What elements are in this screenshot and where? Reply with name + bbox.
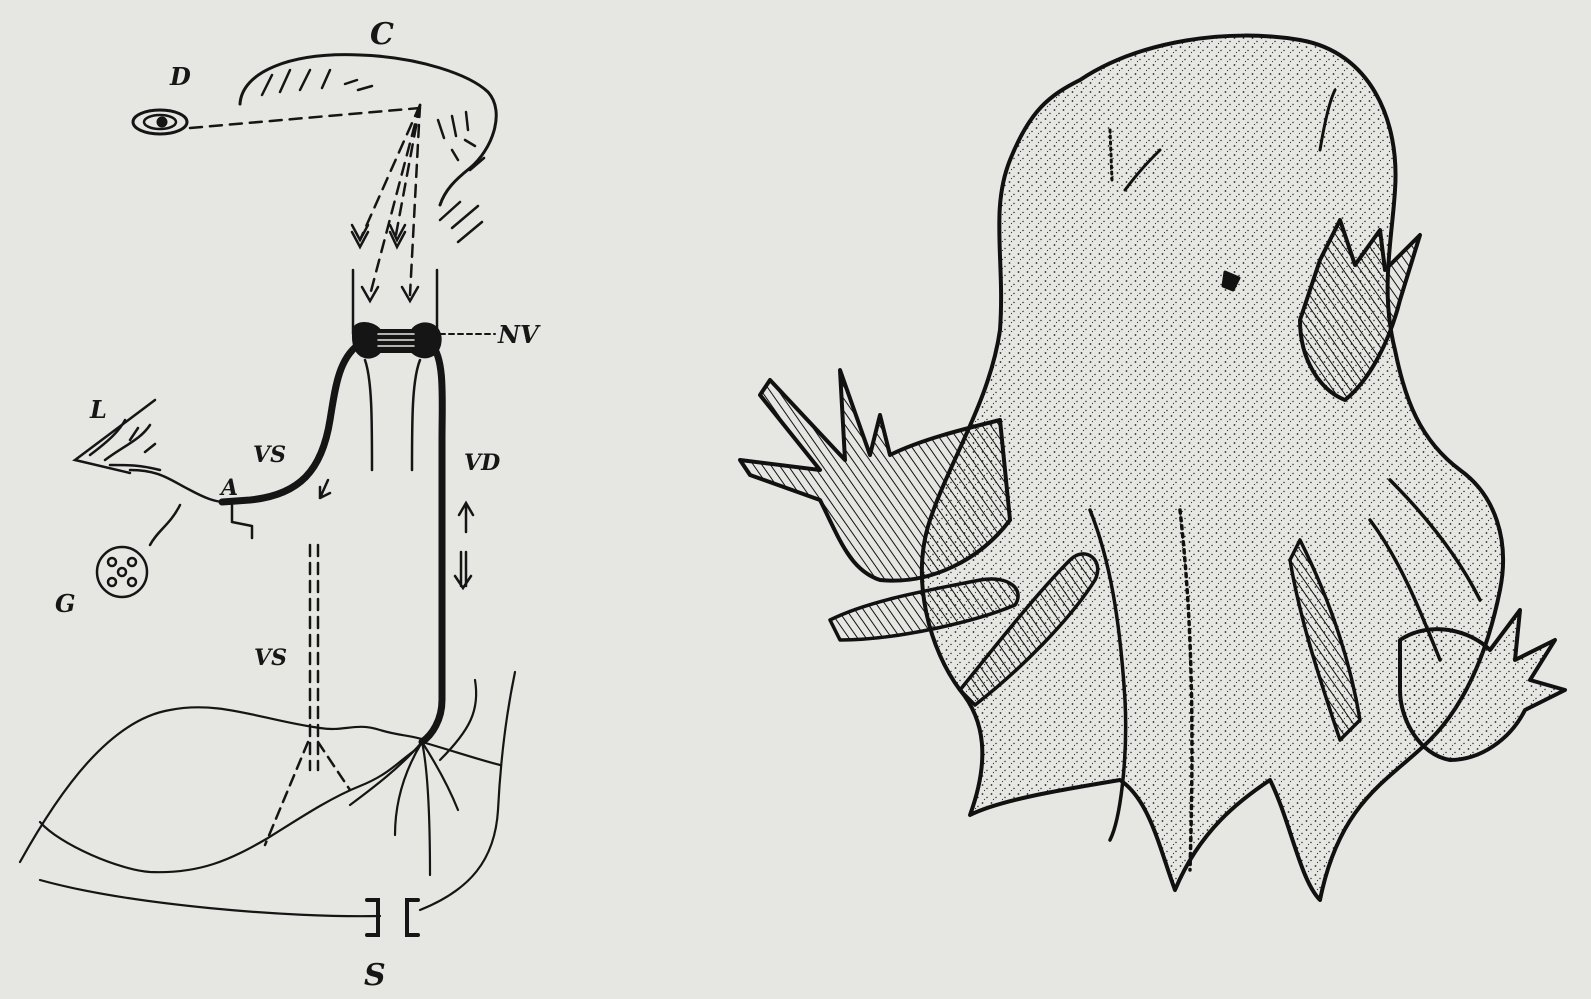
nucleus-nv (353, 323, 441, 358)
panel-left-diagram (20, 55, 515, 935)
vs-arrow (320, 480, 330, 498)
vd-up-arrow (459, 503, 473, 532)
specimen-body (922, 36, 1503, 900)
label-c: C (370, 17, 394, 52)
vs-pathway-thick (222, 345, 358, 502)
cortex-outline (240, 55, 496, 242)
eye-symbol (133, 110, 187, 134)
label-g: G (55, 589, 76, 618)
descending-arrowheads (352, 225, 418, 301)
optic-dashed-path (190, 108, 420, 128)
ganglion-symbol (97, 547, 147, 597)
specimen-left-limb (740, 370, 1010, 581)
label-d: D (169, 62, 191, 91)
sphincter-symbol (367, 900, 418, 935)
label-a: A (219, 475, 238, 501)
vs-dashed-tract (265, 545, 350, 845)
tract-inner-right (412, 360, 420, 470)
descending-dashed-paths (360, 105, 420, 295)
label-vs-upper: VS (253, 442, 286, 468)
label-s: S (364, 958, 386, 993)
vd-down-arrow (455, 552, 471, 588)
label-vs-lower: VS (254, 645, 287, 671)
label-l: L (89, 395, 107, 424)
label-nv: NV (497, 320, 541, 349)
label-vd: VD (464, 450, 500, 476)
tract-inner-left (365, 360, 372, 470)
vd-pathway-thick (422, 345, 442, 742)
panel-right-specimen (740, 36, 1565, 900)
